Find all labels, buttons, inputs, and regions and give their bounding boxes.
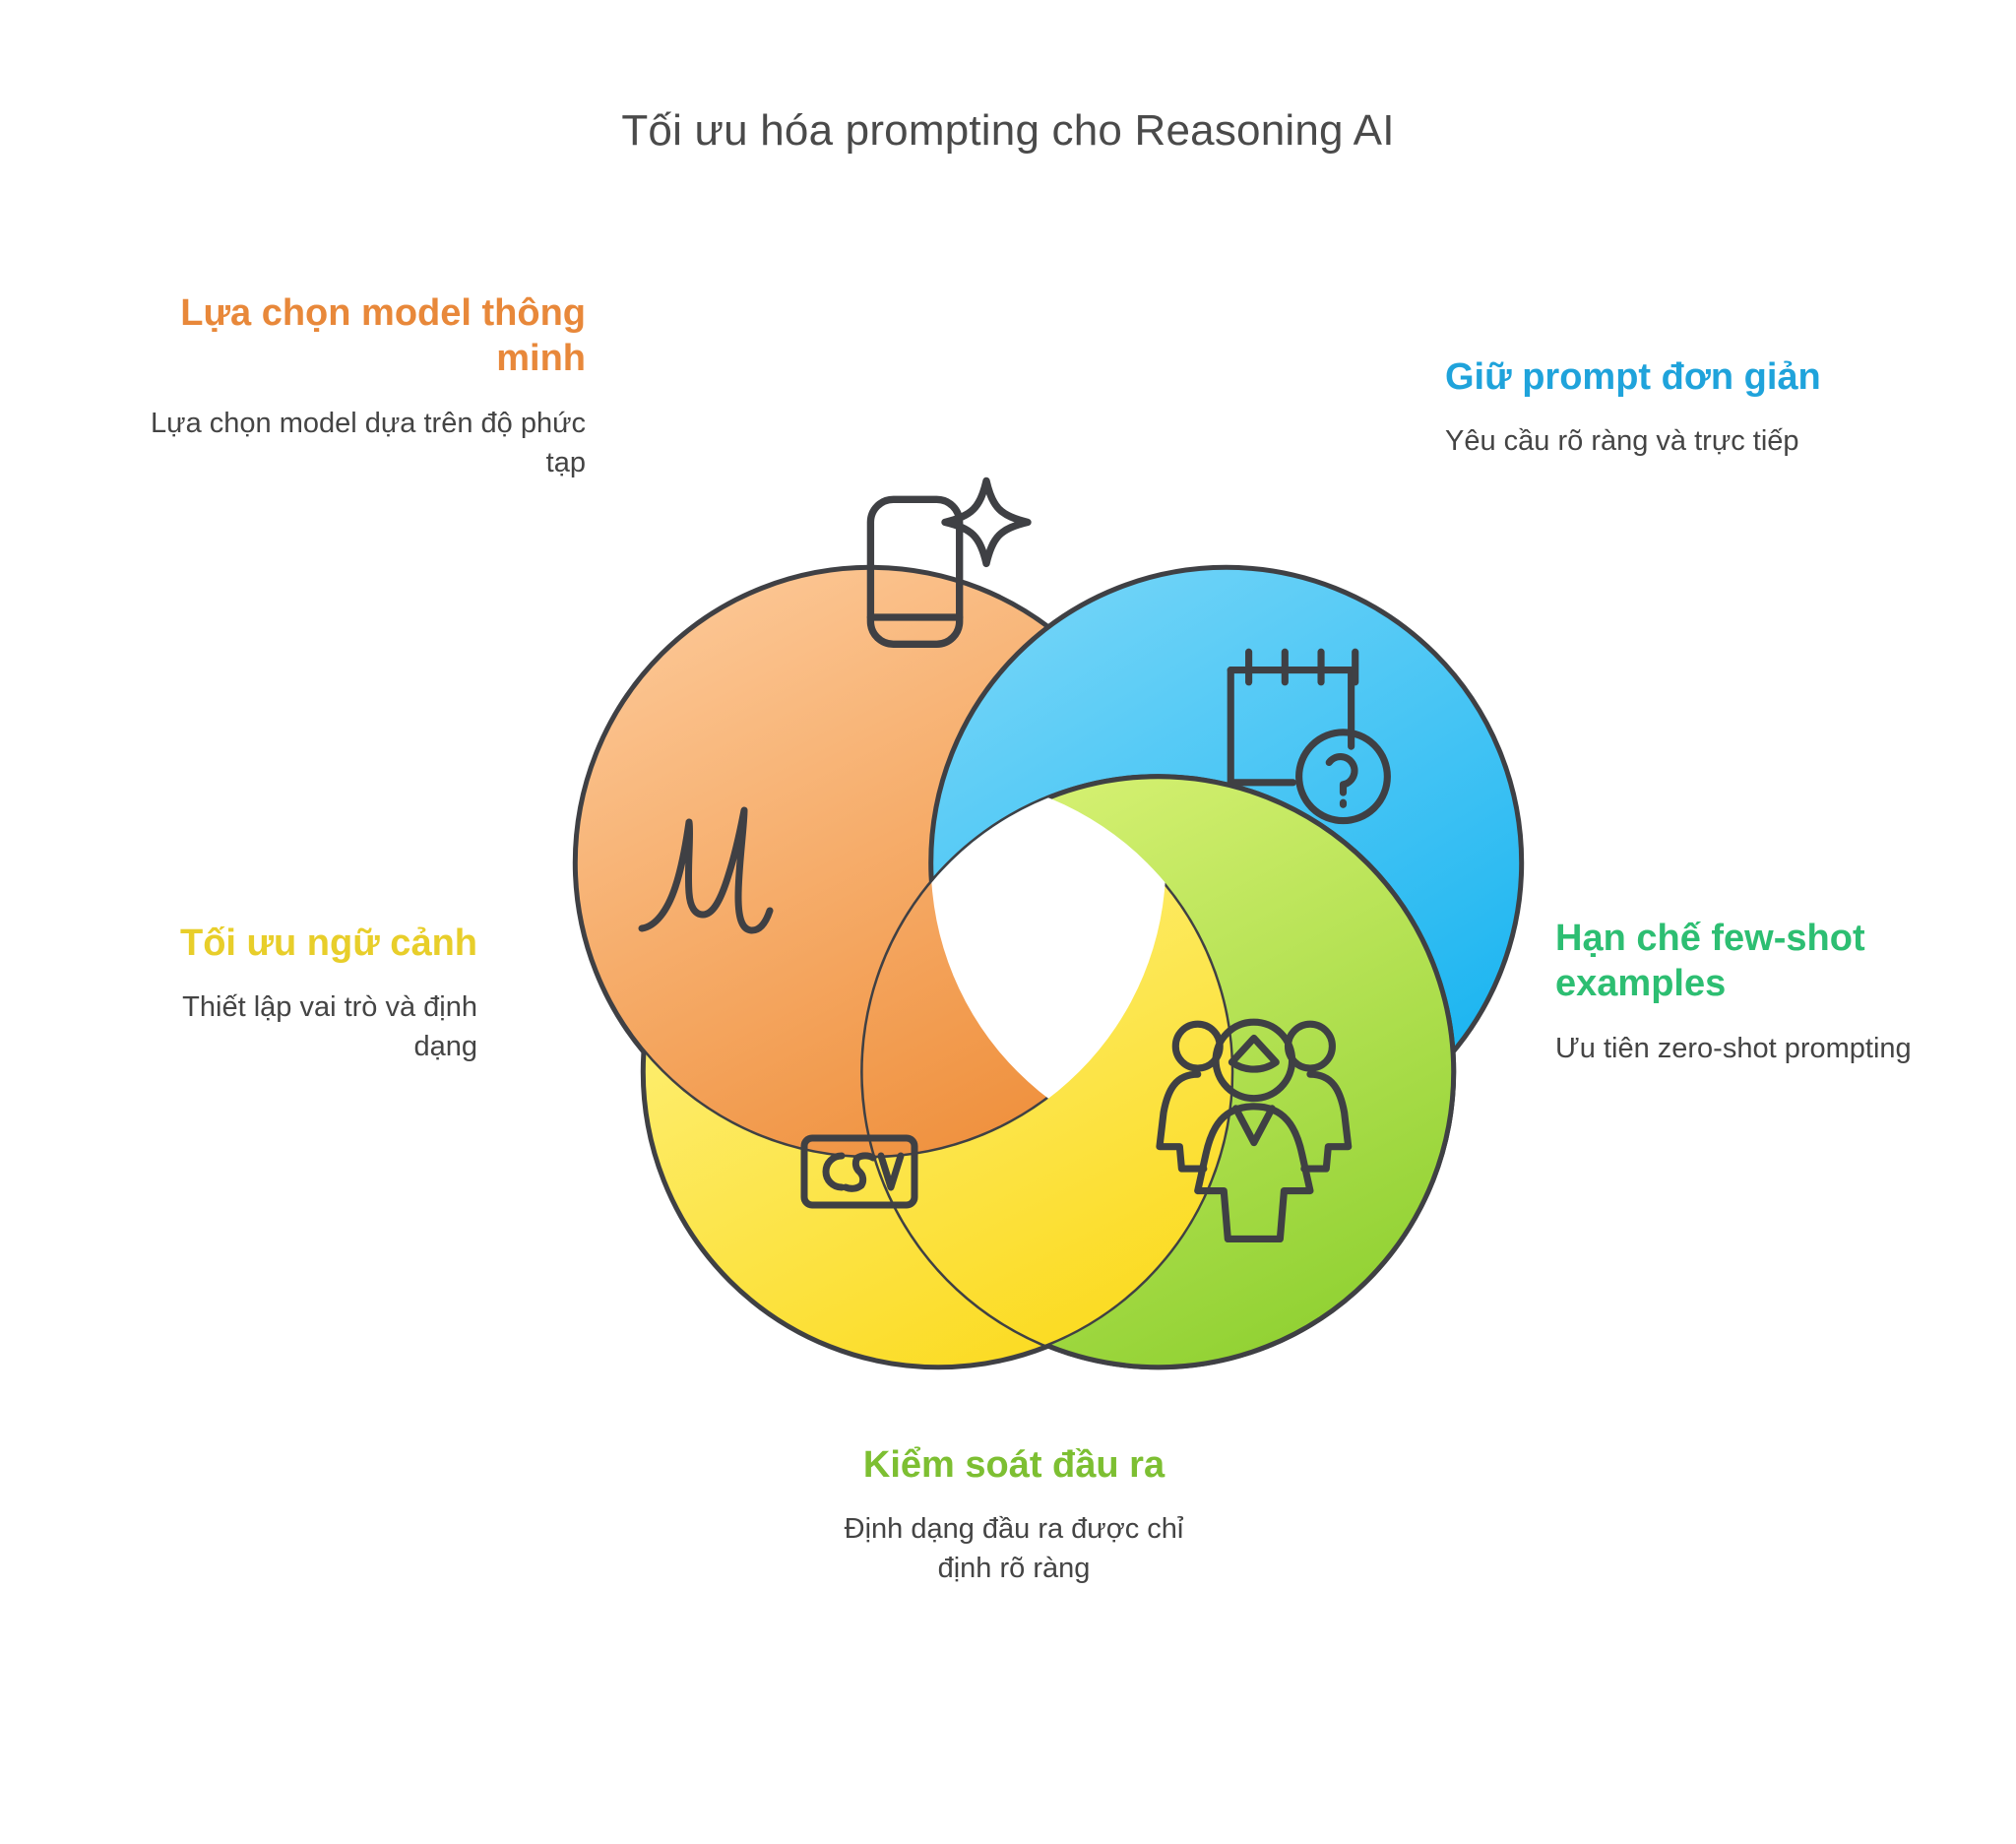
script-m-icon: [638, 806, 774, 934]
petal-fewshot: [860, 774, 1457, 1370]
label-block-model: Lựa chọn model thông minh Lựa chọn model…: [148, 290, 586, 482]
page-title: Tối ưu hóa prompting cho Reasoning AI: [621, 106, 1395, 155]
people-group-icon: [1156, 1018, 1353, 1243]
csv-badge-icon: [800, 1134, 918, 1209]
notepad-question-icon: [1227, 648, 1391, 825]
label-desc-fewshot: Ưu tiên zero-shot prompting: [1555, 1032, 1912, 1064]
label-block-output: Kiểm soát đầu ra Định dạng đầu ra được c…: [817, 1442, 1211, 1588]
label-desc-output: Định dạng đầu ra được chỉ định rõ ràng: [844, 1513, 1184, 1585]
label-desc-prompt: Yêu cầu rõ ràng và trực tiếp: [1445, 425, 1799, 458]
label-title-fewshot: Hạn chế few-shot examples: [1555, 918, 1865, 1005]
pinwheel-diagram: [472, 364, 1624, 1477]
label-title-prompt: Giữ prompt đơn giản: [1445, 356, 1821, 398]
phone-sparkle-icon: [866, 477, 1032, 648]
label-title-output: Kiểm soát đầu ra: [862, 1444, 1166, 1486]
label-title-model: Lựa chọn model thông minh: [180, 292, 586, 380]
label-title-context: Tối ưu ngữ cảnh: [179, 922, 477, 964]
label-block-context: Tối ưu ngữ cảnh Thiết lập vai trò và địn…: [138, 921, 477, 1066]
label-desc-context: Thiết lập vai trò và định dạng: [182, 991, 477, 1063]
label-block-prompt: Giữ prompt đơn giản Yêu cầu rõ ràng và t…: [1445, 354, 1858, 461]
pinwheel-svg: [572, 477, 1525, 1370]
label-block-fewshot: Hạn chế few-shot examples Ưu tiên zero-s…: [1555, 916, 1949, 1068]
label-desc-model: Lựa chọn model dựa trên độ phức tạp: [151, 407, 586, 478]
